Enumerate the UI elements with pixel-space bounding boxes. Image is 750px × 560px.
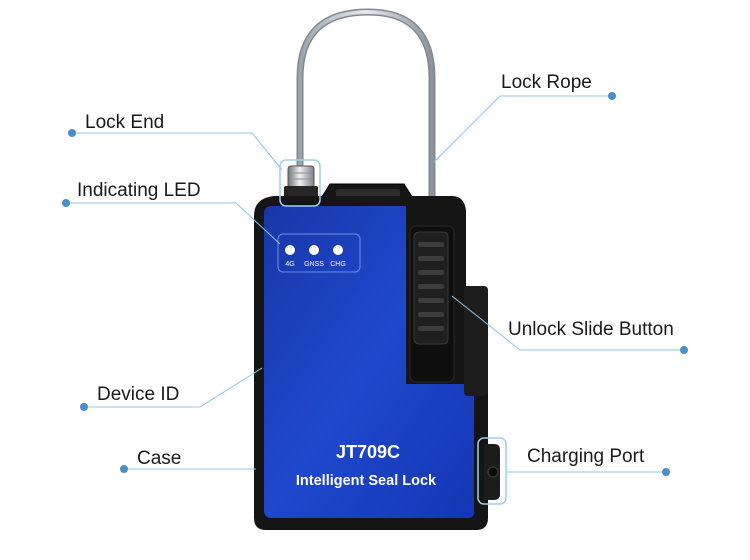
led-4g-icon [285,245,295,255]
led-label-chg: CHG [330,261,346,268]
leader-indicating-led [66,202,281,245]
device-model: JT709C [336,442,400,462]
charging-port-highlight [477,437,507,505]
lock-end-highlight [279,159,321,207]
case-front-panel [264,206,474,518]
label-lock-end: Lock End [85,112,165,133]
led-panel [277,233,361,273]
dot-lock-end [68,129,76,137]
dot-lock-rope [608,92,616,100]
leader-lines [66,95,684,473]
leader-lock-rope [433,95,612,163]
device-name: Intelligent Seal Lock [296,473,437,489]
unlock-slide-button[interactable] [413,231,449,345]
lock-end-knob [287,165,315,189]
side-grip [464,286,488,396]
leader-lock-end [72,132,283,171]
charging-port-socket-icon [487,466,499,478]
lock-rope-highlight [298,9,434,200]
label-unlock-slide-button: Unlock Slide Button [508,319,674,340]
leader-dots [62,92,688,476]
label-charging-port: Charging Port [527,446,645,467]
label-device-id: Device ID [97,384,180,405]
label-lock-rope: Lock Rope [501,72,592,93]
led-label-4g: 4G [285,261,294,268]
led-gnss-icon [309,245,319,255]
leader-unlock-slide-button [451,295,684,351]
dot-case [120,465,128,473]
dot-unlock-slide-button [680,346,688,354]
label-case: Case [137,448,182,469]
dot-device-id [80,403,88,411]
leader-device-id [84,367,263,408]
label-indicating-led: Indicating LED [77,180,201,201]
dot-charging-port [662,468,670,476]
dot-indicating-led [62,199,70,207]
led-label-gnss: GNSS [304,261,324,268]
led-chg-icon [333,245,343,255]
